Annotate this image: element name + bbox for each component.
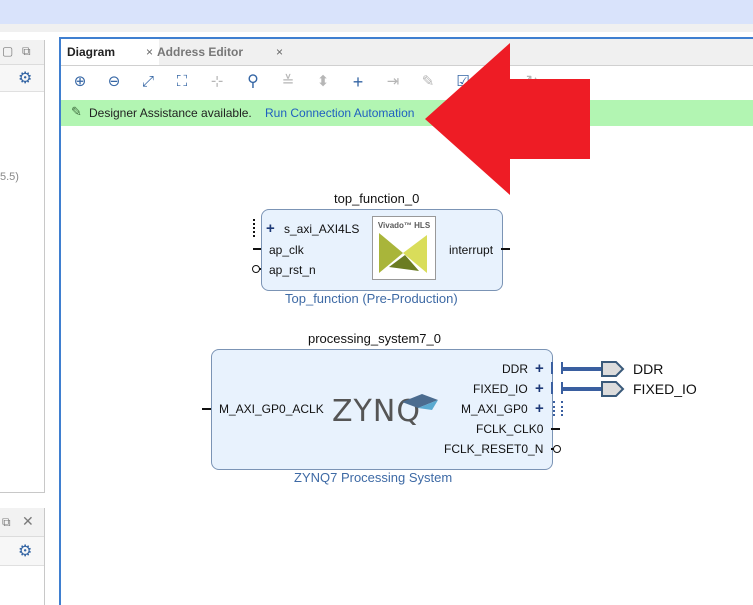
block-subtitle: Top_function (Pre-Production) <box>285 291 458 306</box>
customize-icon[interactable]: ✎ <box>421 73 435 90</box>
top-bar-divider <box>0 24 753 32</box>
pin <box>202 408 211 410</box>
fit-view-icon[interactable]: ⤢ <box>141 73 154 90</box>
expand-icon[interactable]: ⬍ <box>316 73 330 90</box>
port-ap-clk[interactable]: ap_clk <box>269 243 304 257</box>
zynq-logo: ZYNQ <box>332 394 421 429</box>
designer-assistance-bar: ✎ Designer Assistance available. Run Con… <box>61 100 753 126</box>
bus-pin <box>553 401 563 416</box>
block-title: processing_system7_0 <box>308 331 441 346</box>
vivado-hls-logo: Vivado™ HLS <box>372 216 436 280</box>
red-arrow-annotation <box>425 43 590 195</box>
top-bar <box>0 0 753 24</box>
expand-icon[interactable]: + <box>535 380 544 397</box>
expand-icon[interactable]: + <box>266 220 275 237</box>
left-pane-toolbar: ⚙ <box>0 65 44 92</box>
tab-diagram[interactable]: Diagram × <box>61 39 159 65</box>
external-port-ddr[interactable]: DDR <box>633 361 664 377</box>
net-fixed-io <box>561 387 603 391</box>
close-icon[interactable]: ✕ <box>22 513 34 529</box>
search-icon[interactable]: ⚲ <box>247 73 259 90</box>
port-interrupt[interactable]: interrupt <box>449 243 494 257</box>
inverter-bubble <box>252 265 260 273</box>
restore-icon[interactable]: ▢ <box>2 44 14 58</box>
float-icon[interactable]: ⧉ <box>2 515 11 529</box>
tab-address-editor[interactable]: Address Editor × <box>151 39 289 65</box>
tab-address-editor-label: Address Editor <box>157 45 244 59</box>
close-icon[interactable]: × <box>145 45 153 59</box>
create-port-icon[interactable]: ⇥ <box>386 73 400 90</box>
port-ddr[interactable]: DDR <box>502 362 528 376</box>
gear-icon[interactable]: ⚙ <box>18 543 33 560</box>
left-pane-bottom-header: ⧉ ✕ <box>0 508 44 537</box>
fit-selection-icon[interactable]: ⛶ <box>176 73 188 90</box>
port-m-axi-gp0[interactable]: M_AXI_GP0 <box>461 402 528 416</box>
port-fclk-clk0[interactable]: FCLK_CLK0 <box>476 422 544 436</box>
external-port-ddr-icon[interactable] <box>601 361 625 377</box>
tab-bar: Diagram × Address Editor × <box>61 39 753 66</box>
block-title: top_function_0 <box>334 191 420 206</box>
pin <box>253 248 261 250</box>
port-m-axi-gp0-aclk[interactable]: M_AXI_GP0_ACLK <box>219 402 324 416</box>
diagram-toolbar: ⊕ ⊖ ⤢ ⛶ ⊹ ⚲ ≚ ⬍ + ⇥ ✎ ☑ ↻ ▭ <box>61 66 753 98</box>
left-pane-text: 5.5) <box>0 171 19 183</box>
collapse-icon[interactable]: ≚ <box>281 73 295 90</box>
external-port-fixed-io-icon[interactable] <box>601 381 625 397</box>
port-ap-rst-n[interactable]: ap_rst_n <box>269 263 316 277</box>
port-fclk-reset0-n[interactable]: FCLK_RESET0_N <box>444 442 544 456</box>
inverter-bubble <box>553 445 561 453</box>
gear-icon[interactable]: ⚙ <box>18 70 33 87</box>
assist-message: Designer Assistance available. <box>89 106 252 120</box>
float-icon[interactable]: ⧉ <box>22 44 31 58</box>
pin-icon: ✎ <box>71 104 82 119</box>
zoom-out-icon[interactable]: ⊖ <box>107 73 121 90</box>
add-ip-icon[interactable]: + <box>352 72 364 92</box>
diagram-panel: Diagram × Address Editor × ⊕ ⊖ ⤢ ⛶ ⊹ ⚲ ≚… <box>59 37 753 605</box>
processing-system-block[interactable]: M_AXI_GP0_ACLK ZYNQ DDR + FIXED_IO + M_A… <box>211 349 553 470</box>
port-s-axi[interactable]: s_axi_AXI4LS <box>284 222 360 236</box>
left-pane-bottom: ⧉ ✕ ⚙ <box>0 508 45 605</box>
external-port-fixed-io[interactable]: FIXED_IO <box>633 381 697 397</box>
auto-connect-icon[interactable]: ⊹ <box>210 73 224 90</box>
pin <box>501 248 510 250</box>
left-pane-bottom-toolbar: ⚙ <box>0 537 44 566</box>
left-pane-header: ▢ ⧉ <box>0 40 44 65</box>
zynq-swoosh-icon <box>402 394 438 410</box>
block-subtitle: ZYNQ7 Processing System <box>294 470 453 485</box>
hls-glyph-icon <box>379 233 427 273</box>
left-pane-top: ▢ ⧉ ⚙ 5.5) <box>0 40 45 493</box>
close-icon[interactable]: × <box>275 45 283 59</box>
expand-icon[interactable]: + <box>535 400 544 417</box>
net-ddr <box>561 367 603 371</box>
logo-text: Vivado™ HLS <box>377 221 431 230</box>
expand-icon[interactable]: + <box>535 360 544 377</box>
tab-diagram-label: Diagram <box>67 45 116 59</box>
bus-pin <box>253 219 263 237</box>
zoom-in-icon[interactable]: ⊕ <box>73 73 87 90</box>
top-function-block[interactable]: + s_axi_AXI4LS ap_clk ap_rst_n interrupt… <box>261 209 503 291</box>
pin <box>551 428 560 430</box>
run-connection-automation-link[interactable]: Run Connection Automation <box>265 106 415 120</box>
port-fixed-io[interactable]: FIXED_IO <box>473 382 528 396</box>
